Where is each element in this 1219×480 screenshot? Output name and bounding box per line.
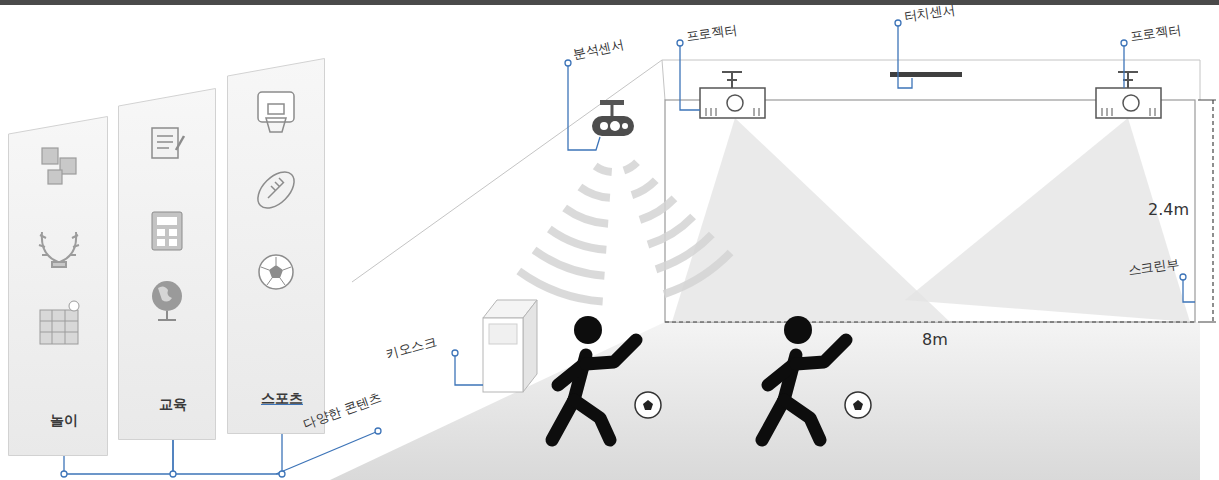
panel-shape <box>119 89 216 440</box>
soccer-ball-icon <box>259 255 293 289</box>
signal-wave <box>655 232 715 273</box>
panel-title: 스포츠 <box>227 390 337 408</box>
signal-wave <box>639 196 678 224</box>
signal-wave <box>547 226 607 254</box>
dimension-label: 8m <box>922 330 948 349</box>
signal-waves <box>516 159 733 305</box>
part-label: 분석센서 <box>571 35 626 63</box>
panel-title: 교육 <box>118 396 228 414</box>
dimension-label: 2.4m <box>1148 200 1189 219</box>
basketball-hoop-icon <box>258 92 294 132</box>
leader-dots <box>375 20 1186 434</box>
panel-outline <box>118 88 216 440</box>
calculator-icon <box>152 212 182 250</box>
board-game-icon <box>40 301 79 344</box>
dimension-tick <box>1198 322 1216 323</box>
part-label: 프로젝터 <box>685 21 739 46</box>
part-label: 스크린부 <box>1127 255 1181 280</box>
ceiling-edge <box>662 60 665 100</box>
signal-wave <box>578 184 611 202</box>
projector <box>1096 72 1161 118</box>
signal-wave <box>532 247 605 280</box>
signal-wave <box>623 159 640 174</box>
laurel-icon <box>39 232 79 267</box>
signal-wave <box>647 214 696 249</box>
signal-wave <box>631 178 659 199</box>
screen-wall <box>665 100 1195 322</box>
panel-outline <box>227 58 325 434</box>
panel-outline <box>8 116 108 456</box>
floor <box>330 322 1200 480</box>
content-panel: 놀이 <box>8 116 120 456</box>
scroll-icon <box>152 128 184 158</box>
signal-wave <box>663 250 734 298</box>
soccer-ball <box>635 392 871 418</box>
width-dimension-line <box>665 321 1195 322</box>
part-label: 프로젝터 <box>1129 21 1183 46</box>
bus-dot <box>61 471 67 477</box>
bus-dot <box>170 471 176 477</box>
content-panel: 스포츠 <box>227 58 337 434</box>
signal-wave <box>593 163 612 176</box>
projector <box>700 72 765 118</box>
bus-line <box>173 434 282 474</box>
touch-sensor <box>890 72 962 77</box>
puzzle-icon <box>42 148 76 184</box>
panel-title: 놀이 <box>8 412 120 430</box>
bus-dot <box>279 471 285 477</box>
panel-shape <box>228 59 325 434</box>
projector-beam <box>672 118 950 322</box>
analysis-sensor <box>592 100 634 136</box>
part-label: 터치센서 <box>903 1 957 26</box>
globe-icon <box>152 281 182 320</box>
dimension-tick <box>1198 100 1216 101</box>
height-dimension-line <box>1212 100 1213 322</box>
projector-beam <box>905 118 1190 322</box>
kiosk <box>483 300 537 392</box>
signal-wave <box>562 205 608 228</box>
person-figure <box>762 316 846 440</box>
football-icon <box>251 165 300 214</box>
panel-shape <box>9 117 108 456</box>
leader-lines <box>276 26 1195 474</box>
top-bar <box>0 0 1219 5</box>
part-label: 키오스크 <box>384 333 439 364</box>
content-panel: 교육 <box>118 88 228 440</box>
person-figure <box>552 316 636 440</box>
